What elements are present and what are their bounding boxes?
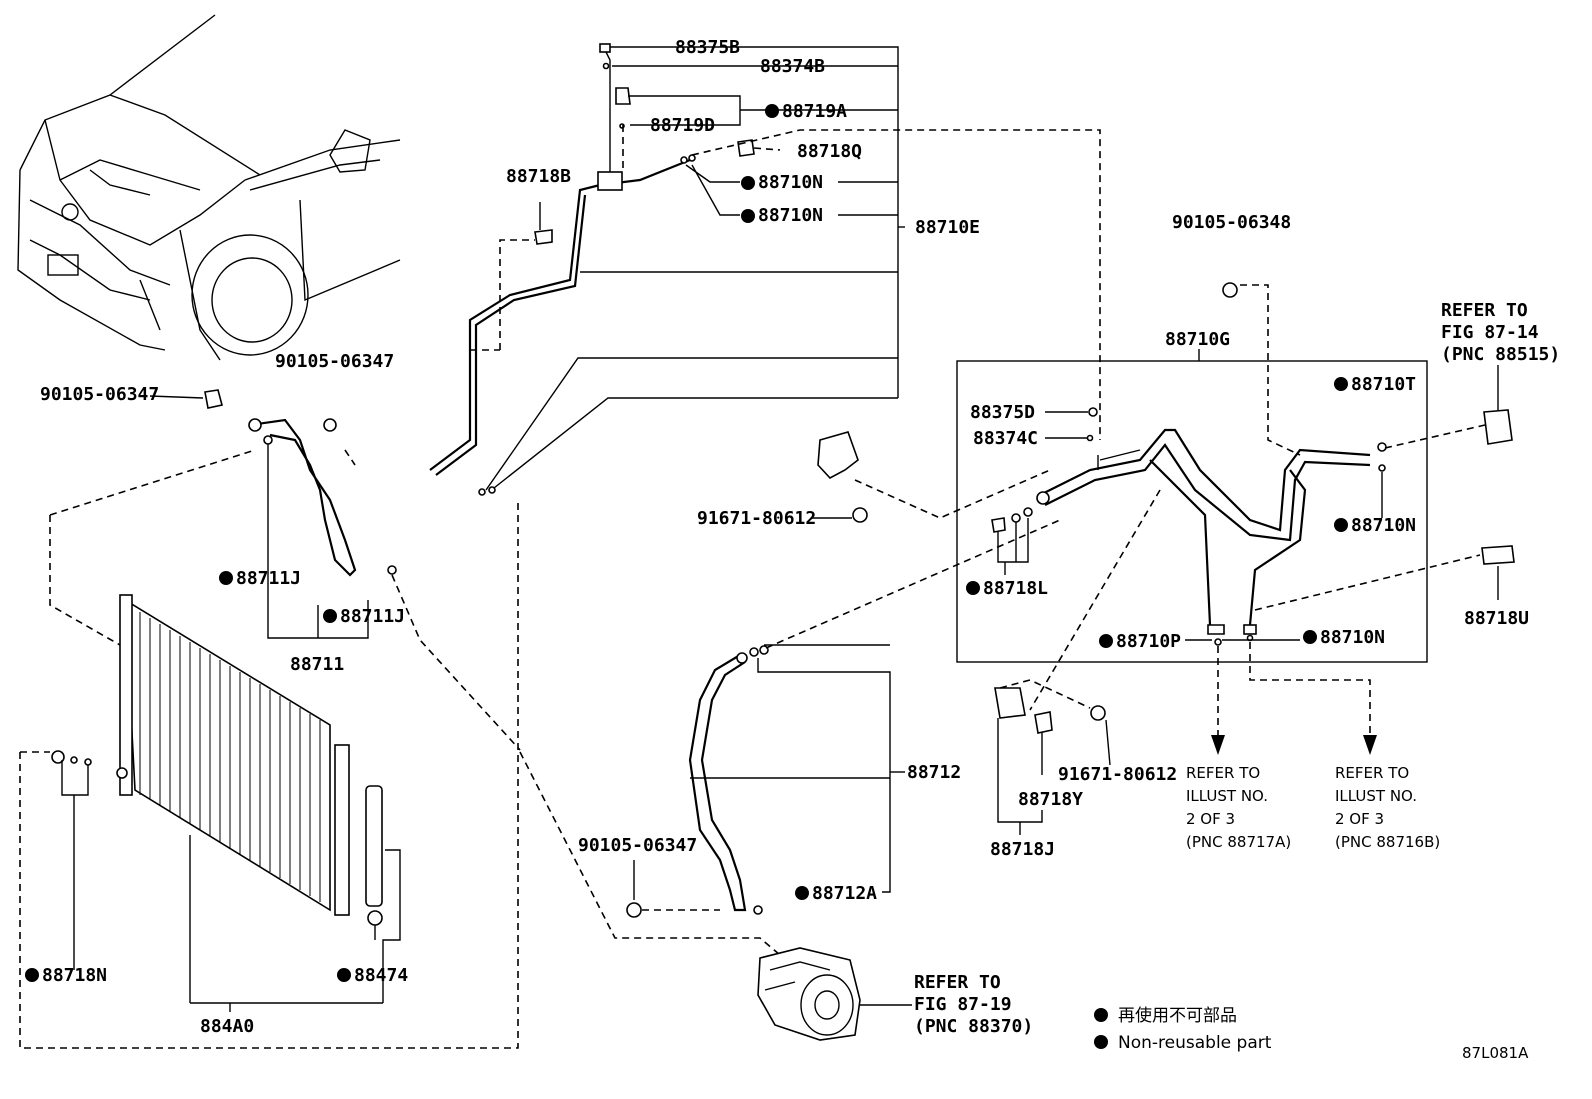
label-88712A[interactable]: 88712A [812, 883, 877, 904]
label-88718L[interactable]: 88718L [983, 578, 1048, 599]
label-88710N-b[interactable]: 88710N [758, 205, 823, 226]
non-reusable-markers [25, 104, 1348, 1049]
label-88375B[interactable]: 88375B [675, 37, 740, 58]
label-88374B[interactable]: 88374B [760, 56, 825, 77]
illustration-code: 87L081A [1462, 1044, 1529, 1062]
pipe-assembly-88710G [956, 282, 1486, 711]
label-88718B[interactable]: 88718B [506, 166, 571, 187]
label-88718Y[interactable]: 88718Y [1018, 789, 1083, 810]
legend-japanese: 再使用不可部品 [1118, 1005, 1237, 1026]
label-88375D[interactable]: 88375D [970, 402, 1035, 423]
label-88474[interactable]: 88474 [354, 965, 408, 986]
label-88710T[interactable]: 88710T [1351, 374, 1416, 395]
label-90105-06348[interactable]: 90105-06348 [1172, 212, 1291, 233]
side-parts [812, 365, 1515, 835]
refer-blocks: REFER TO FIG 87-14 (PNC 88515) REFER TO … [914, 300, 1560, 1037]
suction-hose-88712 [519, 519, 1061, 956]
label-88718J[interactable]: 88718J [990, 839, 1055, 860]
label-88718Q[interactable]: 88718Q [797, 141, 862, 162]
label-88719A[interactable]: 88719A [782, 101, 847, 122]
vehicle-illustration [17, 14, 401, 361]
legend-english: Non-reusable part [1118, 1033, 1272, 1053]
label-88711J-a[interactable]: 88711J [236, 568, 301, 589]
label-88718U[interactable]: 88718U [1464, 608, 1529, 629]
label-88718N[interactable]: 88718N [42, 965, 107, 986]
refer-fig-87-19[interactable]: REFER TO FIG 87-19 (PNC 88370) [914, 972, 1033, 1037]
label-90105-06347-b[interactable]: 90105-06347 [275, 351, 394, 372]
part-labels: 88375B 88374B 88719A 88719D 88718Q 88718… [40, 37, 1529, 1037]
refer-arrows [1211, 642, 1377, 755]
label-88710N-d[interactable]: 88710N [1320, 627, 1385, 648]
label-90105-06347-a[interactable]: 90105-06347 [40, 384, 159, 405]
label-88719D[interactable]: 88719D [650, 115, 715, 136]
label-88711[interactable]: 88711 [290, 654, 344, 675]
label-90105-06347-c[interactable]: 90105-06347 [578, 835, 697, 856]
condenser-illustration [19, 500, 519, 1049]
label-88710G[interactable]: 88710G [1165, 329, 1230, 350]
label-91671-80612-a[interactable]: 91671-80612 [697, 508, 816, 529]
refer-illust-88717A[interactable]: REFER TO ILLUST NO. 2 OF 3 (PNC 88717A) [1186, 764, 1291, 851]
label-91671-80612-b[interactable]: 91671-80612 [1058, 764, 1177, 785]
refer-illust-88716B[interactable]: REFER TO ILLUST NO. 2 OF 3 (PNC 88716B) [1335, 764, 1440, 851]
legend: 再使用不可部品 Non-reusable part [1118, 1005, 1272, 1053]
refer-fig-87-14[interactable]: REFER TO FIG 87-14 (PNC 88515) [1441, 300, 1560, 365]
liquid-pipe-88710E [429, 43, 1101, 496]
label-88712[interactable]: 88712 [907, 762, 961, 783]
label-88374C[interactable]: 88374C [973, 428, 1038, 449]
compressor-illustration [757, 947, 912, 1041]
discharge-hose-88711 [49, 389, 521, 751]
label-88710P[interactable]: 88710P [1116, 631, 1181, 652]
label-88710N-c[interactable]: 88710N [1351, 515, 1416, 536]
label-88710N-a[interactable]: 88710N [758, 172, 823, 193]
label-88710E[interactable]: 88710E [915, 217, 980, 238]
label-884A0[interactable]: 884A0 [200, 1016, 254, 1037]
label-88711J-b[interactable]: 88711J [340, 606, 405, 627]
